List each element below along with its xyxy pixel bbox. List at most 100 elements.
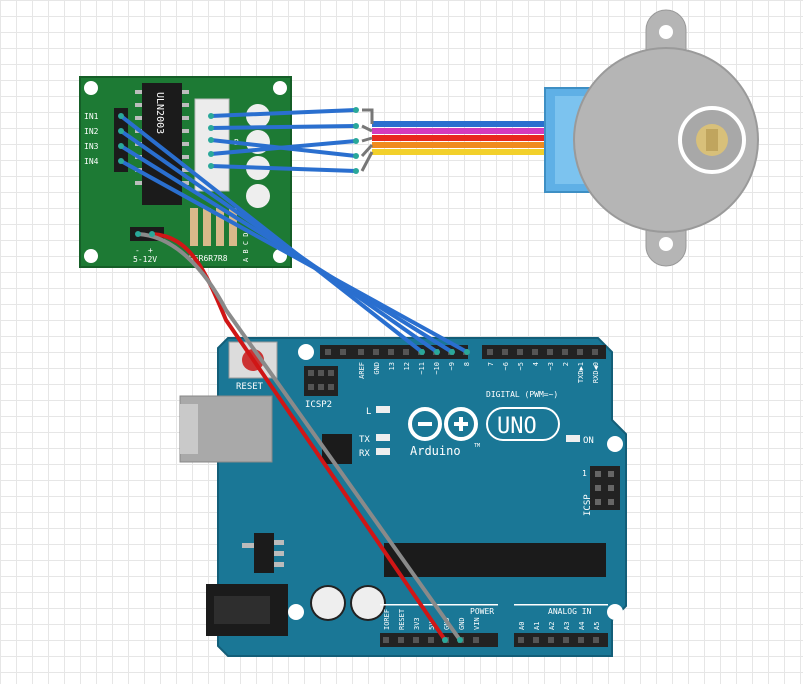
motor-wire-bundle-yellow	[372, 149, 552, 155]
power-jack-inner	[214, 596, 270, 624]
header-pin-label: 8	[463, 362, 471, 366]
header-pin	[578, 637, 584, 643]
motor-wire-bundle-blue	[372, 121, 552, 127]
header-pin	[373, 349, 379, 355]
driver-side-label: A B C D	[242, 232, 250, 262]
header-pin	[563, 637, 569, 643]
voltage-regulator	[254, 533, 274, 573]
arduino-brand: Arduino	[410, 444, 461, 458]
header-pin	[517, 349, 523, 355]
header-pin-label: ~9	[448, 362, 456, 370]
mounting-hole	[298, 344, 314, 360]
wire-endpoints-power	[135, 231, 463, 643]
header-pin	[358, 349, 364, 355]
driver-input-label: IN4	[84, 157, 99, 166]
motor-wire-bundle-orange	[372, 142, 552, 148]
icsp-pins	[595, 471, 614, 505]
digital-header-right	[482, 345, 606, 359]
header-pin-label: TXD▶1	[577, 362, 585, 383]
header-pin	[473, 637, 479, 643]
header-pin	[532, 349, 538, 355]
analog-header	[514, 633, 608, 647]
header-pin-label: ~3	[547, 362, 555, 370]
power-plus-label: +	[148, 246, 153, 255]
header-pin-label: 2	[562, 362, 570, 366]
header-pin	[388, 349, 394, 355]
led-on	[566, 435, 580, 442]
header-pin-label: A0	[518, 622, 526, 630]
header-pin-label: ~11	[418, 362, 426, 375]
header-pin	[487, 349, 493, 355]
motor-wire-bundle-pink	[372, 128, 552, 134]
driver-input-label: IN1	[84, 112, 99, 121]
wires-signal-to-arduino	[119, 114, 469, 354]
motor-shaft-flat	[706, 129, 718, 151]
mounting-hole	[607, 604, 623, 620]
header-pin	[340, 349, 346, 355]
header-pin	[383, 637, 389, 643]
power-header-underline	[380, 604, 498, 606]
led-tx-label: TX	[359, 435, 370, 445]
header-pin-label: A4	[578, 622, 586, 630]
driver-input-label: IN2	[84, 127, 99, 136]
led-tx	[376, 434, 390, 441]
header-pin-label: ~6	[502, 362, 510, 370]
motor-mount-hole	[659, 237, 673, 251]
driver-led-d	[246, 184, 270, 208]
power-header-label: POWER	[470, 607, 494, 616]
header-pin-label: ~5	[517, 362, 525, 370]
led-rx-label: RX	[359, 449, 370, 459]
icsp-label: ICSP	[583, 494, 593, 516]
header-pin-label: A2	[548, 622, 556, 630]
mounting-hole	[607, 436, 623, 452]
header-pin	[325, 349, 331, 355]
resistors-label: R5R6R7R8	[189, 254, 228, 263]
input-header	[114, 108, 128, 172]
capacitor	[350, 585, 386, 621]
capacitor	[310, 585, 346, 621]
led-rx	[376, 448, 390, 455]
icsp2-pins	[308, 370, 334, 390]
motor-body	[573, 47, 759, 233]
header-pin-label: A1	[533, 622, 541, 630]
driver-input-label: IN3	[84, 142, 99, 151]
analog-header-underline	[514, 604, 608, 606]
header-pin-label: A5	[593, 622, 601, 630]
led-on-label: ON	[583, 436, 594, 446]
header-pin-label: AREF	[358, 362, 366, 379]
header-pin-label: 7	[487, 362, 495, 366]
header-pin-label: 3V3	[413, 617, 421, 630]
stepper-motor	[360, 9, 759, 267]
mounting-hole	[288, 604, 304, 620]
header-pin-label: 5V	[428, 621, 436, 630]
header-pin	[502, 349, 508, 355]
motor-mount-hole	[659, 25, 673, 39]
header-pin	[533, 637, 539, 643]
reset-label: RESET	[236, 382, 264, 392]
header-pin	[403, 349, 409, 355]
arduino-logo	[408, 407, 478, 441]
analog-header-label: ANALOG IN	[548, 607, 592, 616]
header-pin	[562, 349, 568, 355]
motor-wire-bundle-red	[372, 135, 552, 141]
arduino-model: UNO	[497, 414, 537, 439]
wires-driver-to-motor	[209, 108, 358, 173]
header-pin-label: 13	[388, 362, 396, 370]
atmega328-chip	[384, 543, 606, 577]
power-voltage-label: 5-12V	[133, 255, 157, 264]
digital-label: DIGITAL (PWM=~)	[486, 390, 558, 399]
header-pin	[518, 637, 524, 643]
icsp-pin1-label: 1	[582, 469, 587, 478]
header-pin	[428, 637, 434, 643]
header-pin	[398, 637, 404, 643]
driver-mount-hole	[84, 81, 98, 95]
wire-endpoints-motor	[208, 107, 359, 174]
header-pin	[547, 349, 553, 355]
header-pin-label: 12	[403, 362, 411, 370]
header-pin-label: ~10	[433, 362, 441, 375]
